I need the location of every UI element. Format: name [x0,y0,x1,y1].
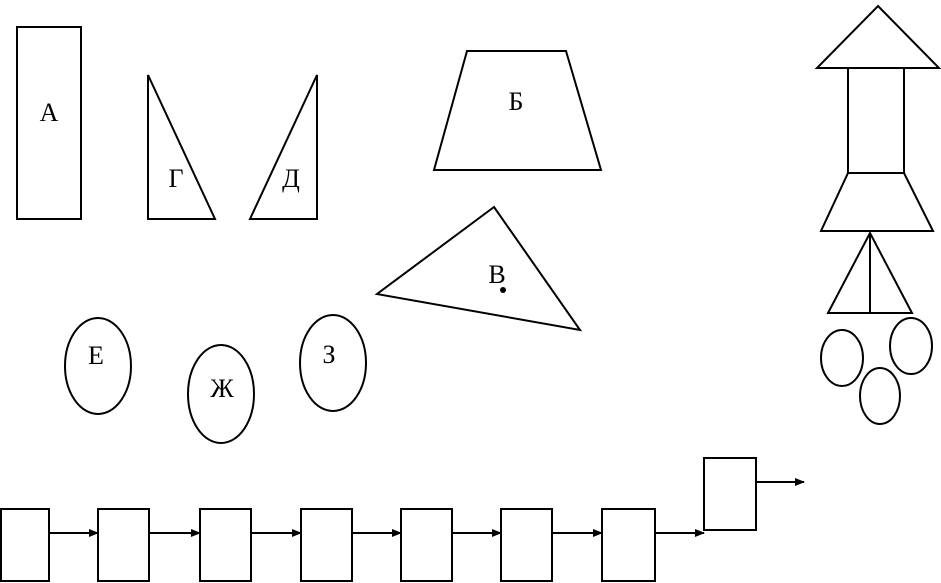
answer-chain [0,457,805,582]
rocket-body-rectangle [847,67,905,174]
answer-box-4[interactable] [300,508,353,582]
shape-z[interactable]: З [299,314,367,412]
answer-box-7[interactable] [601,508,656,582]
answer-box-8[interactable] [703,457,757,531]
ellipse-z [299,314,367,412]
label-g: Г [168,164,183,193]
ink-dot [500,287,506,293]
label-d: Д [282,164,300,193]
trapezoid-b [432,50,603,171]
shape-d[interactable]: Д [248,74,318,220]
shape-a[interactable]: А [16,26,82,220]
triangle-g [147,74,217,220]
answer-box-2[interactable] [97,508,150,582]
rocket-ellipse-bottom [859,367,901,425]
shape-b[interactable]: Б [432,50,603,171]
label-e: Е [88,341,104,370]
ellipse-zh [187,344,255,444]
answer-box-1[interactable] [0,508,50,582]
rectangle-a [16,26,82,220]
rocket-figure [814,4,941,425]
label-z: З [322,340,335,369]
rocket-ellipse-left [820,329,864,387]
triangle-v [374,205,583,332]
ellipse-e [64,317,132,415]
shape-g[interactable]: Г [147,74,217,220]
shape-e[interactable]: Е [64,317,132,415]
shape-v[interactable]: В [374,205,583,332]
rocket-base-trapezoid [819,172,935,232]
label-b: Б [509,87,524,116]
triangle-d [248,74,318,220]
shape-zh[interactable]: Ж [187,344,255,444]
label-v: В [488,260,505,289]
answer-box-6[interactable] [500,508,553,582]
rocket-ellipse-right [889,317,933,375]
label-a: А [40,98,59,127]
answer-box-5[interactable] [400,508,453,582]
answer-box-3[interactable] [199,508,252,582]
rocket-nose-triangle [814,4,941,69]
label-zh: Ж [210,374,234,403]
